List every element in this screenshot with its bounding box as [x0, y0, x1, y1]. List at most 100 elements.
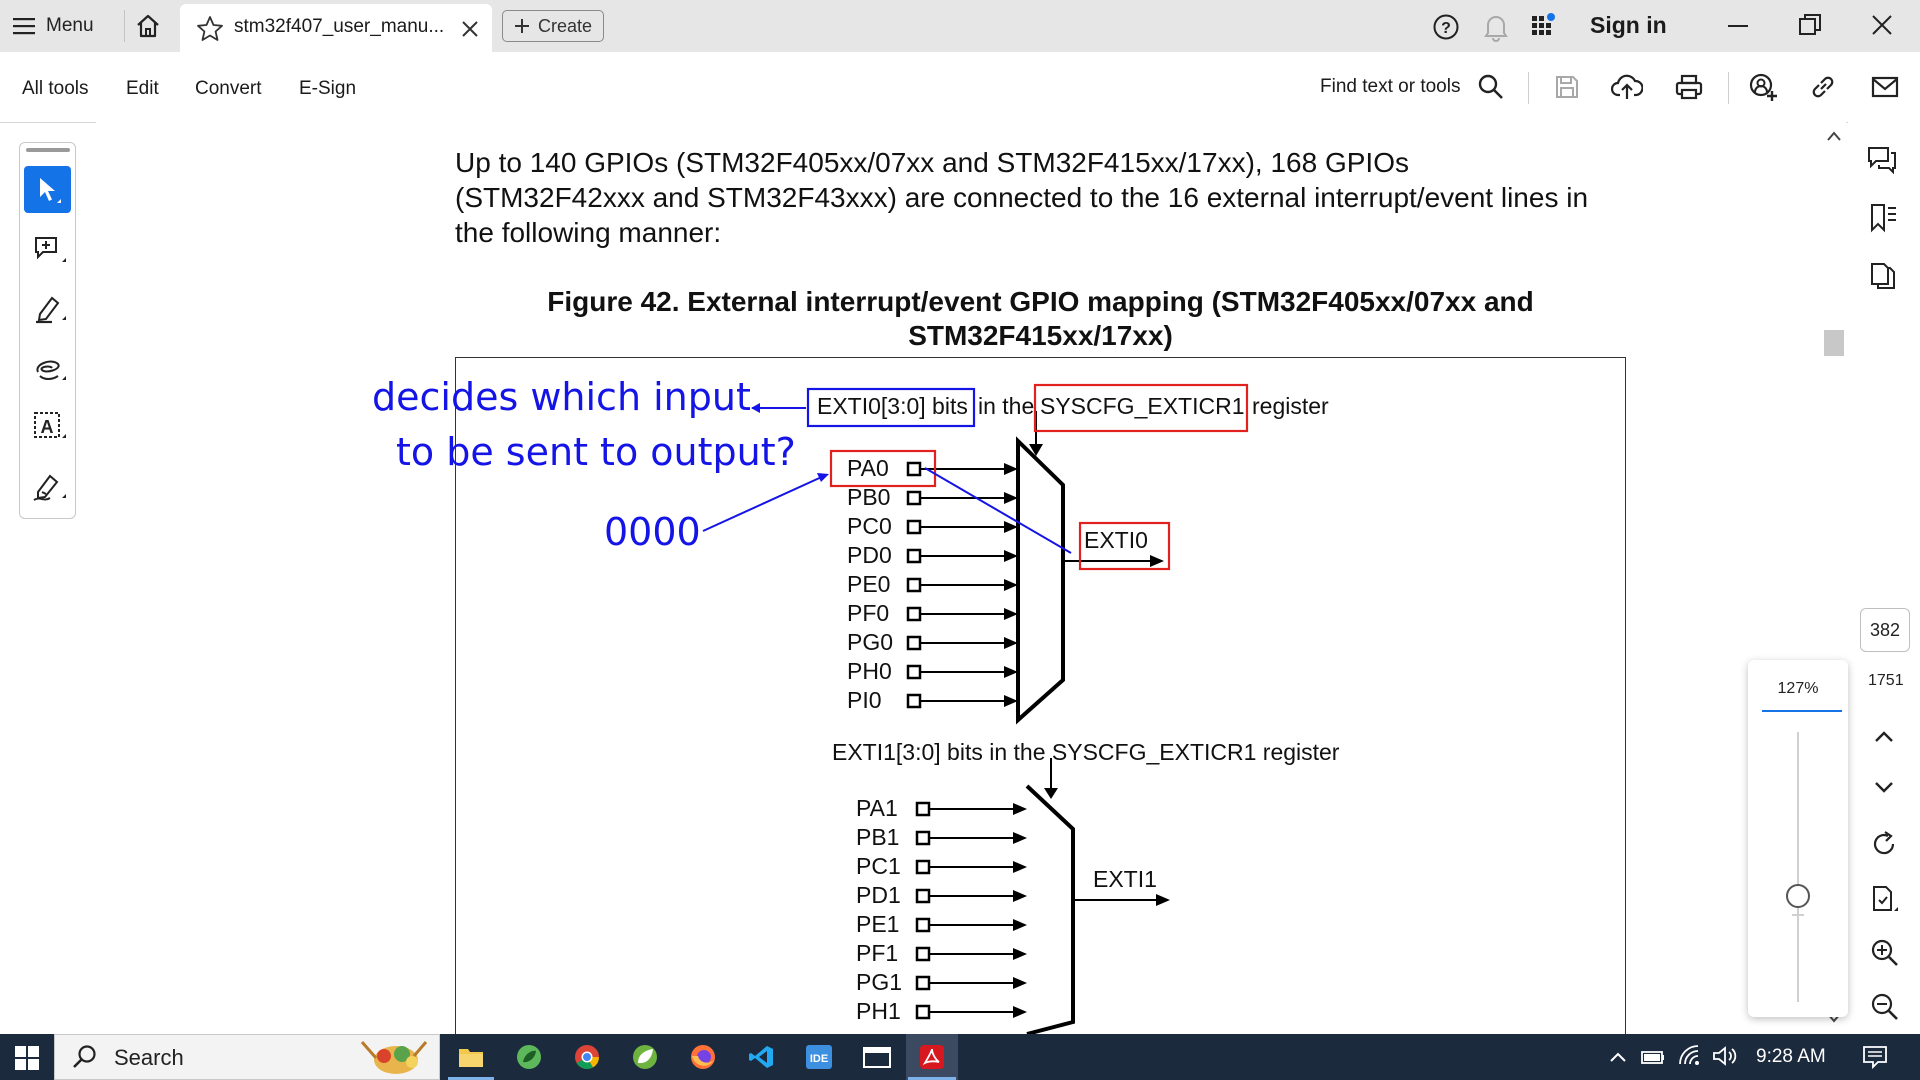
taskbar-stm32-ide[interactable]: IDE [794, 1034, 844, 1080]
scrollbar-thumb[interactable] [1824, 330, 1844, 356]
vscode-icon [749, 1046, 773, 1068]
find-text-or-tools[interactable]: Find text or tools [1320, 76, 1461, 97]
minimize-icon[interactable] [1726, 14, 1750, 38]
zoom-out-icon[interactable] [1870, 992, 1900, 1022]
draw-freeform-icon[interactable] [32, 352, 68, 386]
zoom-level[interactable]: 127% [1777, 680, 1819, 697]
pages-panel-icon[interactable] [1868, 260, 1898, 292]
figure-title-continued: STM32F415xx/17xx) [908, 320, 1173, 351]
in-the-label: in the [978, 393, 1035, 419]
select-tool-button[interactable] [24, 166, 71, 213]
email-button[interactable] [1868, 70, 1902, 104]
notification-center-icon[interactable] [1862, 1044, 1888, 1070]
taskbar-firefox[interactable] [678, 1034, 728, 1080]
show-hidden-icons-icon[interactable] [1608, 1050, 1628, 1064]
page-number-input[interactable]: 382 [1860, 608, 1910, 652]
body-text-line: the following manner: [455, 217, 722, 248]
zoom-slider-handle[interactable] [1786, 884, 1810, 908]
menu-label: Menu [46, 15, 94, 36]
annotation-code: 0000 [604, 510, 701, 554]
firefox-icon [691, 1045, 715, 1069]
document-view[interactable] [96, 122, 1826, 1034]
save-button[interactable] [1550, 70, 1584, 104]
page-tools-icon[interactable] [1870, 884, 1900, 916]
mux1-pin-arrowhead [1013, 890, 1027, 902]
mail-icon [1871, 76, 1899, 98]
mux1-pin-pad [915, 917, 931, 933]
copy-link-button[interactable] [1806, 70, 1840, 104]
syscfg-exticr1-label: SYSCFG_EXTICR1 [1040, 393, 1245, 419]
mux0-pin-pad [906, 577, 922, 593]
next-page-icon[interactable] [1872, 780, 1896, 796]
zoom-in-icon[interactable] [1870, 938, 1900, 968]
sign-in-button[interactable]: Sign in [1590, 12, 1667, 38]
system-clock[interactable]: 9:28 AM [1756, 1046, 1826, 1067]
taskbar-leaf-app[interactable] [504, 1034, 554, 1080]
mux0-drawing [906, 411, 1164, 725]
mux0-pin-label: PA0 [847, 455, 889, 481]
mux0-pin-arrowhead [1004, 695, 1018, 707]
rotate-view-icon[interactable] [1870, 830, 1898, 858]
scroll-up-icon[interactable] [1826, 130, 1842, 142]
search-icon [73, 1045, 96, 1068]
star-icon[interactable] [196, 15, 224, 43]
document-tab[interactable]: stm32f407_user_manu... [180, 4, 492, 52]
taskbar-chrome[interactable] [562, 1034, 612, 1080]
volume-icon[interactable] [1712, 1045, 1738, 1067]
ide-icon: IDE [806, 1045, 832, 1069]
page-total: 1751 [1868, 672, 1904, 689]
menu-convert[interactable]: Convert [195, 78, 262, 99]
wifi-icon[interactable] [1678, 1044, 1704, 1068]
restore-window-icon[interactable] [1798, 13, 1822, 37]
mux1-pin-arrowhead [1013, 861, 1027, 873]
menu-e-sign[interactable]: E-Sign [299, 78, 357, 99]
previous-page-icon[interactable] [1872, 728, 1896, 744]
notification-bell-icon[interactable] [1482, 12, 1510, 42]
print-button[interactable] [1672, 70, 1706, 104]
taskbar-file-explorer[interactable] [446, 1034, 496, 1080]
cursor-arrow-icon [40, 178, 61, 203]
rail-grip-handle[interactable] [26, 148, 70, 152]
add-comment-icon[interactable] [32, 234, 68, 268]
find-button[interactable] [1474, 70, 1508, 104]
close-window-icon[interactable] [1870, 13, 1894, 37]
mux0-pin-label: PF0 [847, 600, 890, 626]
menu-button[interactable]: Menu [12, 8, 94, 44]
zoom-slider-track[interactable] [1797, 732, 1799, 1002]
register-label: register [1252, 393, 1329, 419]
bookmarks-panel-icon[interactable] [1868, 202, 1898, 234]
document-tab-title: stm32f407_user_manu... [234, 16, 445, 37]
tab-divider [124, 10, 125, 42]
home-button[interactable] [130, 8, 166, 44]
text-box-icon[interactable]: A [32, 410, 68, 444]
close-tab-icon[interactable] [461, 20, 479, 38]
spring-leaf-icon [633, 1045, 657, 1069]
taskbar-vscode[interactable] [736, 1034, 786, 1080]
taskbar-terminal-app[interactable] [852, 1034, 902, 1080]
help-icon[interactable]: ? [1432, 13, 1460, 41]
comments-panel-icon[interactable] [1866, 144, 1898, 176]
hamburger-icon [13, 18, 35, 35]
search-highlight-illustration [360, 1041, 428, 1074]
taskbar-spring-app[interactable] [620, 1034, 670, 1080]
menu-all-tools[interactable]: All tools [22, 78, 89, 99]
taskbar-acrobat[interactable] [906, 1034, 958, 1080]
chrome-icon [575, 1045, 599, 1070]
create-button[interactable]: Create [502, 10, 604, 42]
mux0-pin-arrowhead [1004, 521, 1018, 533]
signature-pen-icon[interactable] [32, 470, 68, 504]
apps-grid-icon[interactable] [1530, 12, 1560, 40]
highlight-pen-icon[interactable] [32, 292, 68, 326]
mux0-pin-arrowhead [1004, 666, 1018, 678]
mux1-pin-pad [915, 946, 931, 962]
mux0-pin-pad [906, 664, 922, 680]
share-user-button[interactable] [1746, 70, 1780, 104]
mux0-pin-label: PH0 [847, 658, 892, 684]
upload-button[interactable] [1610, 70, 1644, 104]
zoom-slider-tick [1792, 914, 1804, 916]
battery-icon[interactable] [1640, 1046, 1666, 1068]
toolbar-divider [1528, 72, 1529, 104]
syscfg-register-red-box [1033, 383, 1249, 433]
menu-edit[interactable]: Edit [126, 78, 159, 99]
windows-start-icon[interactable] [14, 1045, 40, 1071]
